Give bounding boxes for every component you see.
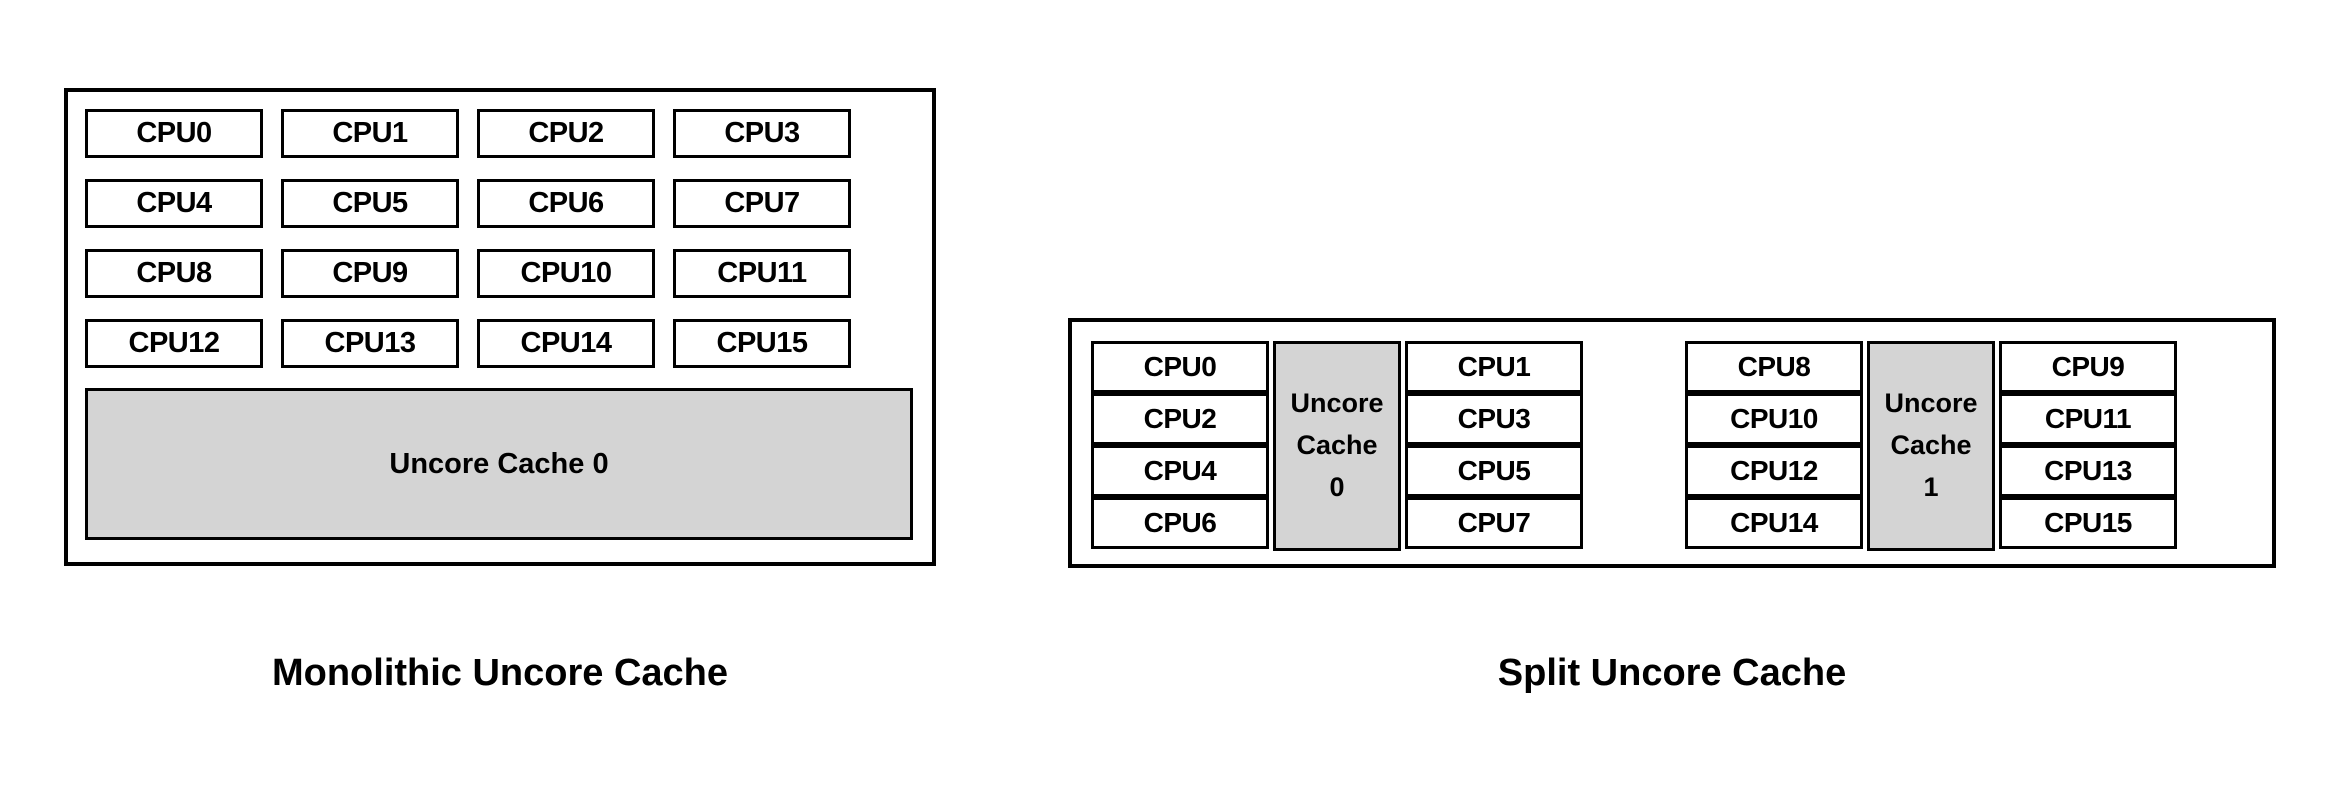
- cpu-box: CPU4: [1091, 445, 1269, 497]
- cpu-box: CPU1: [1405, 341, 1583, 393]
- cpu-box: CPU7: [1405, 497, 1583, 549]
- uncore-cache-box: Uncore Cache 1: [1867, 341, 1995, 551]
- cpu-box: CPU15: [1999, 497, 2177, 549]
- cpu-box: CPU6: [477, 179, 655, 228]
- cpu-box: CPU11: [1999, 393, 2177, 445]
- monolithic-figure-caption: Monolithic Uncore Cache: [271, 652, 729, 694]
- cpu-box: CPU3: [1405, 393, 1583, 445]
- cpu-box: CPU3: [673, 109, 851, 158]
- cpu-box: CPU2: [1091, 393, 1269, 445]
- cpu-box: CPU1: [281, 109, 459, 158]
- uncore-cache-line: Uncore: [1290, 388, 1384, 419]
- cpu-box: CPU15: [673, 319, 851, 368]
- uncore-cache-line: Uncore: [1884, 388, 1978, 419]
- uncore-cache-line: 0: [1329, 471, 1345, 502]
- cpu-box: CPU13: [1999, 445, 2177, 497]
- uncore-cache-box: Uncore Cache 0: [1273, 341, 1401, 551]
- cpu-box: CPU8: [1685, 341, 1863, 393]
- cpu-box: CPU5: [1405, 445, 1583, 497]
- cpu-box: CPU9: [281, 249, 459, 298]
- cpu-box: CPU6: [1091, 497, 1269, 549]
- cpu-box: CPU0: [85, 109, 263, 158]
- monolithic-uncore-cache-figure: CPU0 CPU1 CPU2 CPU3 CPU4 CPU5 CPU6 CPU7 …: [64, 88, 936, 566]
- uncore-cache-line: Cache: [1890, 430, 1972, 461]
- cpu-box: CPU8: [85, 249, 263, 298]
- cpu-box: CPU5: [281, 179, 459, 228]
- cpu-box: CPU9: [1999, 341, 2177, 393]
- cpu-box: CPU12: [85, 319, 263, 368]
- uncore-cache-line: Cache: [1296, 430, 1378, 461]
- uncore-cache-line: 1: [1923, 471, 1939, 502]
- cpu-box: CPU0: [1091, 341, 1269, 393]
- cpu-box: CPU10: [477, 249, 655, 298]
- cpu-box: CPU4: [85, 179, 263, 228]
- split-figure-caption: Split Uncore Cache: [1497, 652, 1847, 694]
- cpu-box: CPU14: [1685, 497, 1863, 549]
- cpu-box: CPU7: [673, 179, 851, 228]
- uncore-cache-box: Uncore Cache 0: [85, 388, 913, 540]
- cpu-box: CPU13: [281, 319, 459, 368]
- cache-group: CPU8 CPU10 CPU12 CPU14 Uncore Cache 1 CP…: [1685, 341, 2262, 551]
- cpu-box: CPU12: [1685, 445, 1863, 497]
- cpu-box: CPU14: [477, 319, 655, 368]
- cache-group: CPU0 CPU2 CPU4 CPU6 Uncore Cache 0 CPU1 …: [1091, 341, 1668, 551]
- split-uncore-cache-figure: CPU0 CPU2 CPU4 CPU6 Uncore Cache 0 CPU1 …: [1068, 318, 2276, 568]
- cpu-box: CPU2: [477, 109, 655, 158]
- cpu-box: CPU10: [1685, 393, 1863, 445]
- cpu-box: CPU11: [673, 249, 851, 298]
